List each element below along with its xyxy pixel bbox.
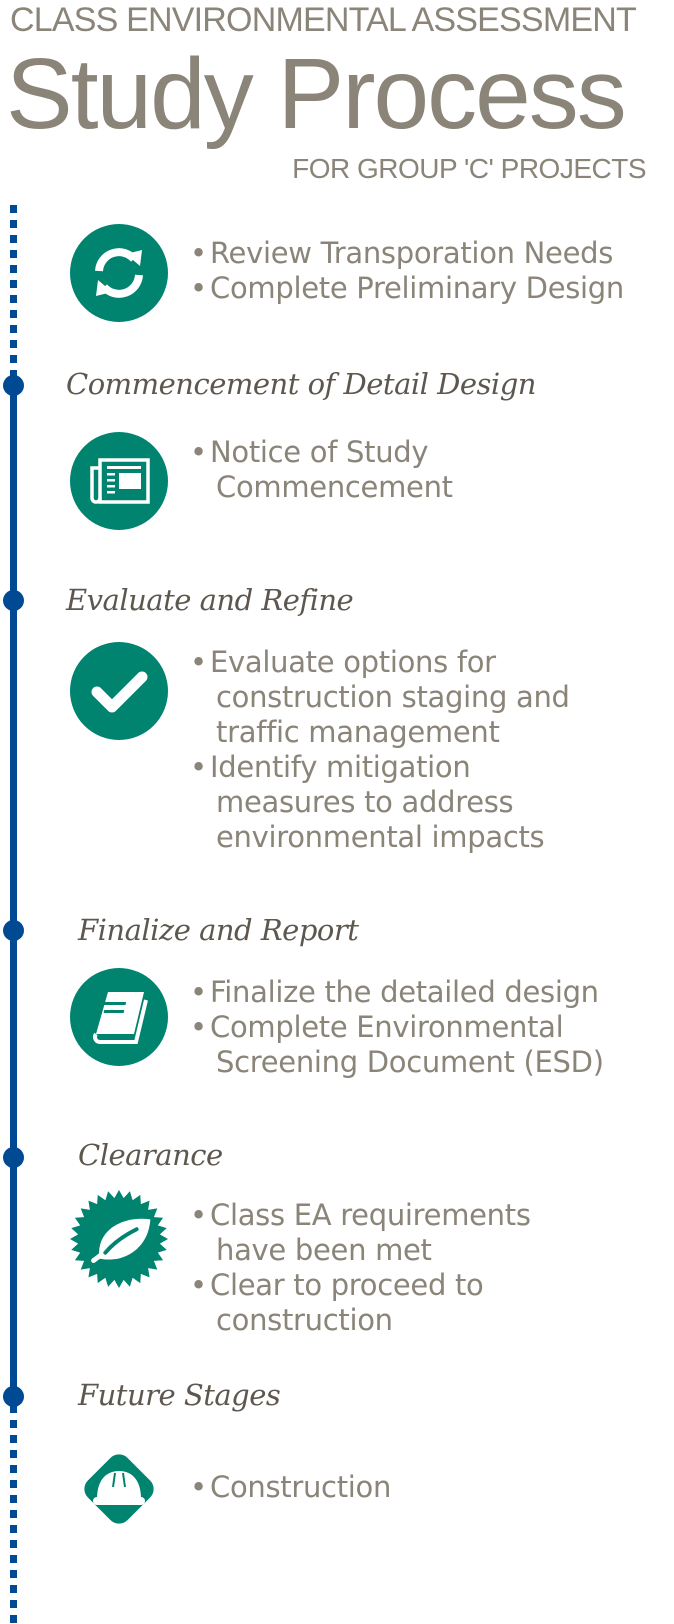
bullet-continuation: Commencement bbox=[216, 470, 453, 504]
newspaper-icon bbox=[70, 432, 168, 530]
timeline-node bbox=[3, 375, 24, 396]
bullet-continuation: environmental impacts bbox=[216, 820, 545, 854]
stage-heading: Future Stages bbox=[78, 1378, 281, 1412]
bullet-item: •Construction bbox=[190, 1470, 392, 1504]
timeline-node bbox=[3, 590, 24, 611]
timeline-dotted-start bbox=[10, 205, 17, 377]
stage-heading: Commencement of Detail Design bbox=[66, 367, 536, 401]
stage-bullets: •Notice of Study Commencement bbox=[190, 435, 453, 505]
bullet-item: •Class EA requirements bbox=[190, 1198, 531, 1232]
timeline-node bbox=[3, 920, 24, 941]
timeline-node bbox=[3, 1386, 24, 1407]
stage-heading: Clearance bbox=[78, 1138, 223, 1172]
stage-bullets: •Construction bbox=[190, 1470, 391, 1505]
bullet-item: •Complete Preliminary Design bbox=[190, 271, 624, 305]
bullet-continuation: construction bbox=[216, 1303, 393, 1337]
bullet-item: •Review Transporation Needs bbox=[190, 236, 614, 270]
stage-heading: Evaluate and Refine bbox=[66, 583, 354, 617]
stage-bullets: •Finalize the detailed design •Complete … bbox=[190, 975, 604, 1080]
timeline-line bbox=[10, 385, 17, 1397]
bullet-continuation: traffic management bbox=[216, 715, 500, 749]
bullet-item: •Finalize the detailed design bbox=[190, 975, 599, 1009]
timeline-node bbox=[3, 1147, 24, 1168]
leaf-badge-icon bbox=[70, 1190, 168, 1288]
bullet-item: •Complete Environmental bbox=[190, 1010, 564, 1044]
page-title: Study Process bbox=[6, 38, 627, 150]
bullet-item: •Clear to proceed to bbox=[190, 1268, 484, 1302]
bullet-continuation: measures to address bbox=[216, 785, 514, 819]
bullet-item: •Identify mitigation bbox=[190, 750, 471, 784]
hard-hat-icon bbox=[70, 1440, 168, 1538]
stage-heading: Finalize and Report bbox=[78, 913, 359, 947]
bullet-continuation: Screening Document (ESD) bbox=[216, 1045, 604, 1079]
subtitle: FOR GROUP 'C' PROJECTS bbox=[292, 153, 646, 184]
timeline-dotted-end bbox=[10, 1405, 17, 1624]
refresh-icon bbox=[70, 224, 168, 322]
checkmark-icon bbox=[70, 642, 168, 740]
bullet-item: •Notice of Study bbox=[190, 435, 429, 469]
stage-bullets: •Class EA requirements have been met •Cl… bbox=[190, 1198, 531, 1338]
bullet-continuation: construction staging and bbox=[216, 680, 570, 714]
book-icon bbox=[70, 968, 168, 1066]
stage-bullets: •Review Transporation Needs •Complete Pr… bbox=[190, 236, 624, 306]
stage-bullets: •Evaluate options for construction stagi… bbox=[190, 645, 570, 855]
kicker-title: CLASS ENVIRONMENTAL ASSESSMENT bbox=[10, 1, 637, 39]
bullet-item: •Evaluate options for bbox=[190, 645, 496, 679]
bullet-continuation: have been met bbox=[216, 1233, 432, 1267]
